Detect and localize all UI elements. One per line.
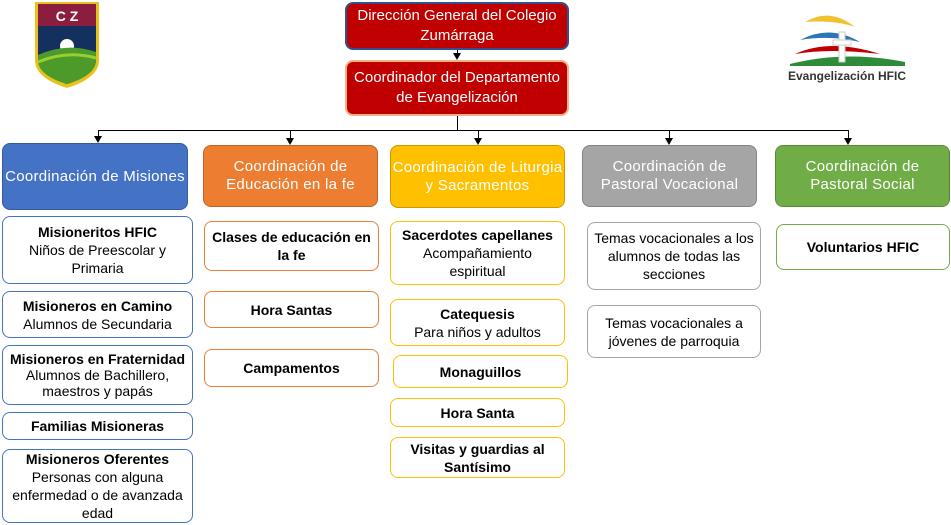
colegio-zumarraga-logo: C Z [35, 2, 99, 88]
svg-text:C Z: C Z [56, 8, 79, 24]
list-item: Monaguillos [393, 355, 568, 388]
list-item: Hora Santa [390, 398, 565, 427]
arrow-down-icon [844, 138, 852, 145]
header-pastoral-vocacional: Coordinación de Pastoral Vocacional [582, 145, 757, 207]
list-item: Voluntarios HFIC [776, 224, 950, 270]
header-pastoral-social: Coordinación de Pastoral Social [775, 145, 950, 207]
list-item: Familias Misioneras [2, 412, 193, 440]
connector-line [98, 130, 849, 131]
arrow-down-icon [474, 138, 482, 145]
header-educacion-fe: Coordinación de Educación en la fe [203, 145, 378, 207]
coordinador-evangelizacion-box: Coordinador del Departamento de Evangeli… [345, 60, 569, 116]
list-item: Temas vocacionales a jóvenes de parroqui… [587, 305, 761, 358]
evangelizacion-hfic-logo: Evangelización HFIC [788, 15, 906, 83]
svg-text:Evangelización HFIC: Evangelización HFIC [788, 69, 906, 83]
list-item: Campamentos [204, 349, 379, 387]
list-item: Clases de educación en la fe [204, 221, 379, 271]
arrow-down-icon [286, 138, 294, 145]
list-item: Visitas y guardias al Santísimo [390, 437, 565, 478]
header-liturgia: Coordinación de Liturgia y Sacramentos [390, 145, 565, 208]
list-item: Temas vocacionales a los alumnos de toda… [587, 222, 761, 290]
header-misiones: Coordinación de Misiones [2, 143, 188, 210]
arrow-down-icon [665, 138, 673, 145]
arrow-down-icon [94, 136, 102, 143]
direccion-general-box: Dirección General del Colegio Zumárraga [345, 2, 569, 50]
arrow-down-icon [453, 53, 461, 60]
list-item: Hora Santas [204, 291, 379, 328]
